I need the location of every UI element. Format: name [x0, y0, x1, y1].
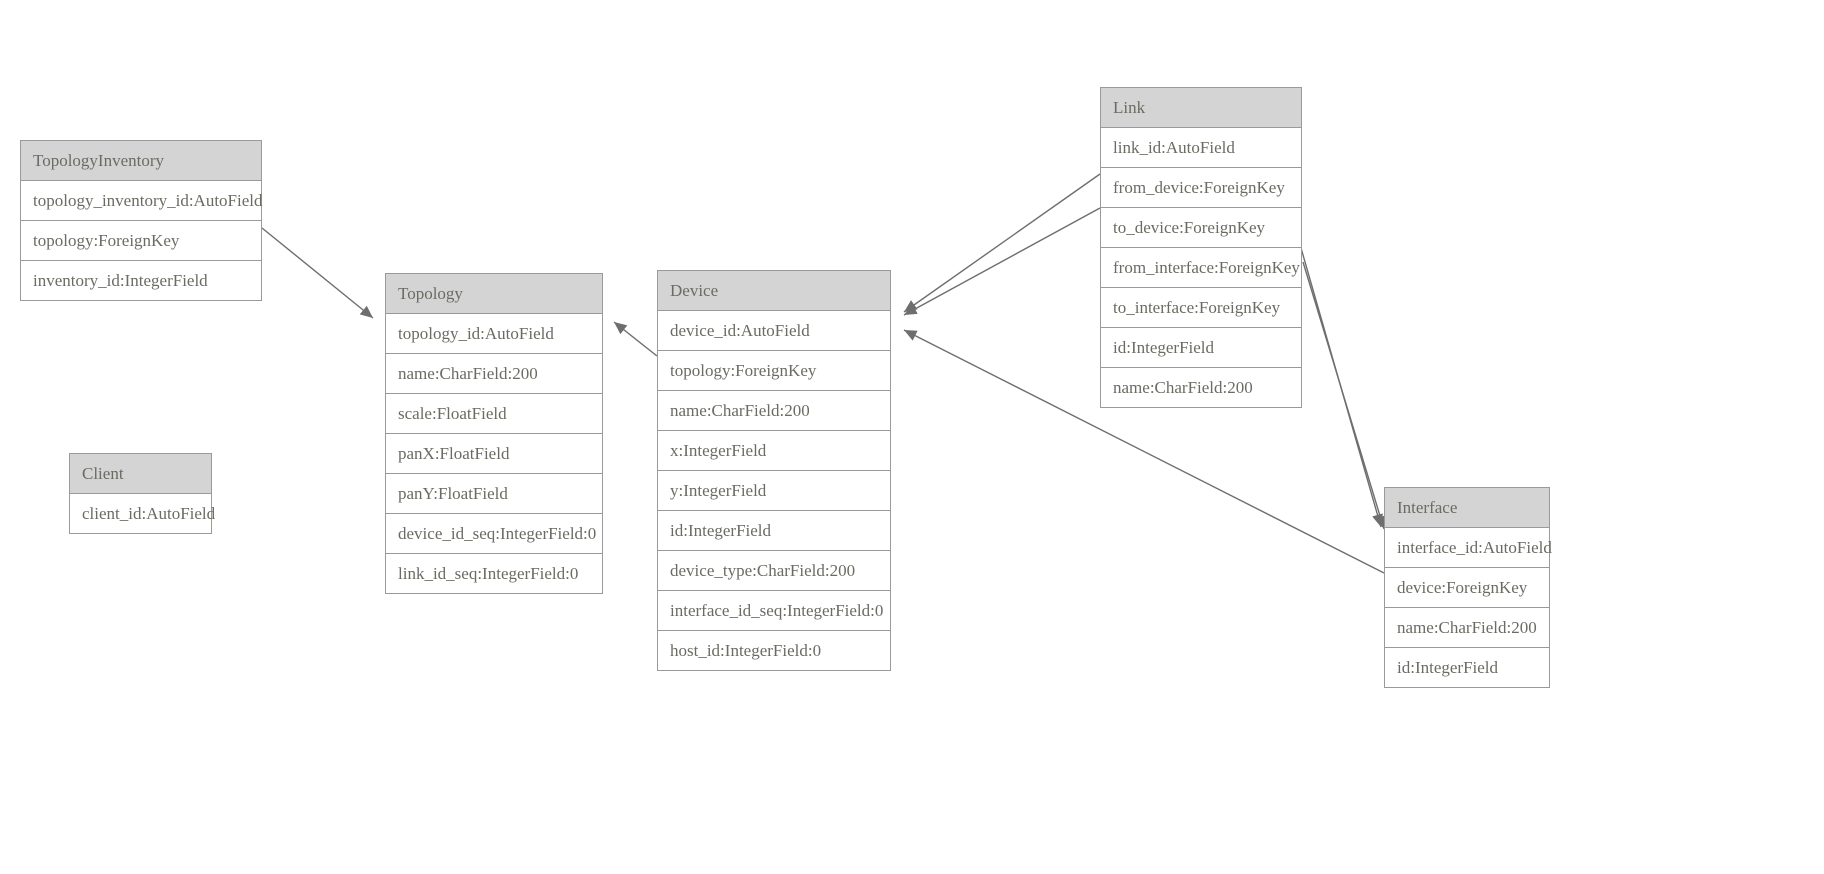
entity-field: name:CharField:200 [1385, 608, 1549, 648]
entity-title-client: Client [70, 454, 211, 494]
entity-field: x:IntegerField [658, 431, 890, 471]
entity-field: panY:FloatField [386, 474, 602, 514]
relationship-edge-link-from-interface [1298, 240, 1383, 528]
entity-field: id:IntegerField [1385, 648, 1549, 687]
entity-field: topology:ForeignKey [658, 351, 890, 391]
entity-field: id:IntegerField [658, 511, 890, 551]
entity-field: device_id_seq:IntegerField:0 [386, 514, 602, 554]
relationship-edge-link-to-device [903, 207, 1101, 316]
entity-field: link_id:AutoField [1101, 128, 1301, 168]
entity-field: scale:FloatField [386, 394, 602, 434]
entity-field: link_id_seq:IntegerField:0 [386, 554, 602, 593]
entity-field: name:CharField:200 [1101, 368, 1301, 407]
entity-field: topology_id:AutoField [386, 314, 602, 354]
entity-field: device_type:CharField:200 [658, 551, 890, 591]
entity-field: id:IntegerField [1101, 328, 1301, 368]
entity-field: panX:FloatField [386, 434, 602, 474]
entity-title-device: Device [658, 271, 890, 311]
entity-field: device:ForeignKey [1385, 568, 1549, 608]
entity-field: interface_id:AutoField [1385, 528, 1552, 568]
entity-field: to_device:ForeignKey [1101, 208, 1301, 248]
entity-field: y:IntegerField [658, 471, 890, 511]
entity-field: name:CharField:200 [386, 354, 602, 394]
entity-field: inventory_id:IntegerField [21, 261, 261, 300]
entity-field: host_id:IntegerField:0 [658, 631, 890, 670]
entity-title-interface: Interface [1385, 488, 1549, 528]
relationship-edge-link-from-device [903, 173, 1101, 313]
relationship-edge-device-topology [613, 321, 658, 357]
entity-title-link: Link [1101, 88, 1301, 128]
entity-field: client_id:AutoField [70, 494, 215, 533]
entity-title-topologyinventory: TopologyInventory [21, 141, 261, 181]
entity-field: topology:ForeignKey [21, 221, 261, 261]
entity-field: topology_inventory_id:AutoField [21, 181, 263, 221]
entity-field: interface_id_seq:IntegerField:0 [658, 591, 890, 631]
entity-field: name:CharField:200 [658, 391, 890, 431]
entity-field: to_interface:ForeignKey [1101, 288, 1301, 328]
entity-field: from_device:ForeignKey [1101, 168, 1301, 208]
entity-field: from_interface:ForeignKey [1101, 248, 1301, 288]
entity-title-topology: Topology [386, 274, 602, 314]
relationship-edge-topologyinventory-topology [261, 227, 374, 319]
entity-field: device_id:AutoField [658, 311, 890, 351]
relationship-edge-link-to-interface [1302, 261, 1386, 530]
